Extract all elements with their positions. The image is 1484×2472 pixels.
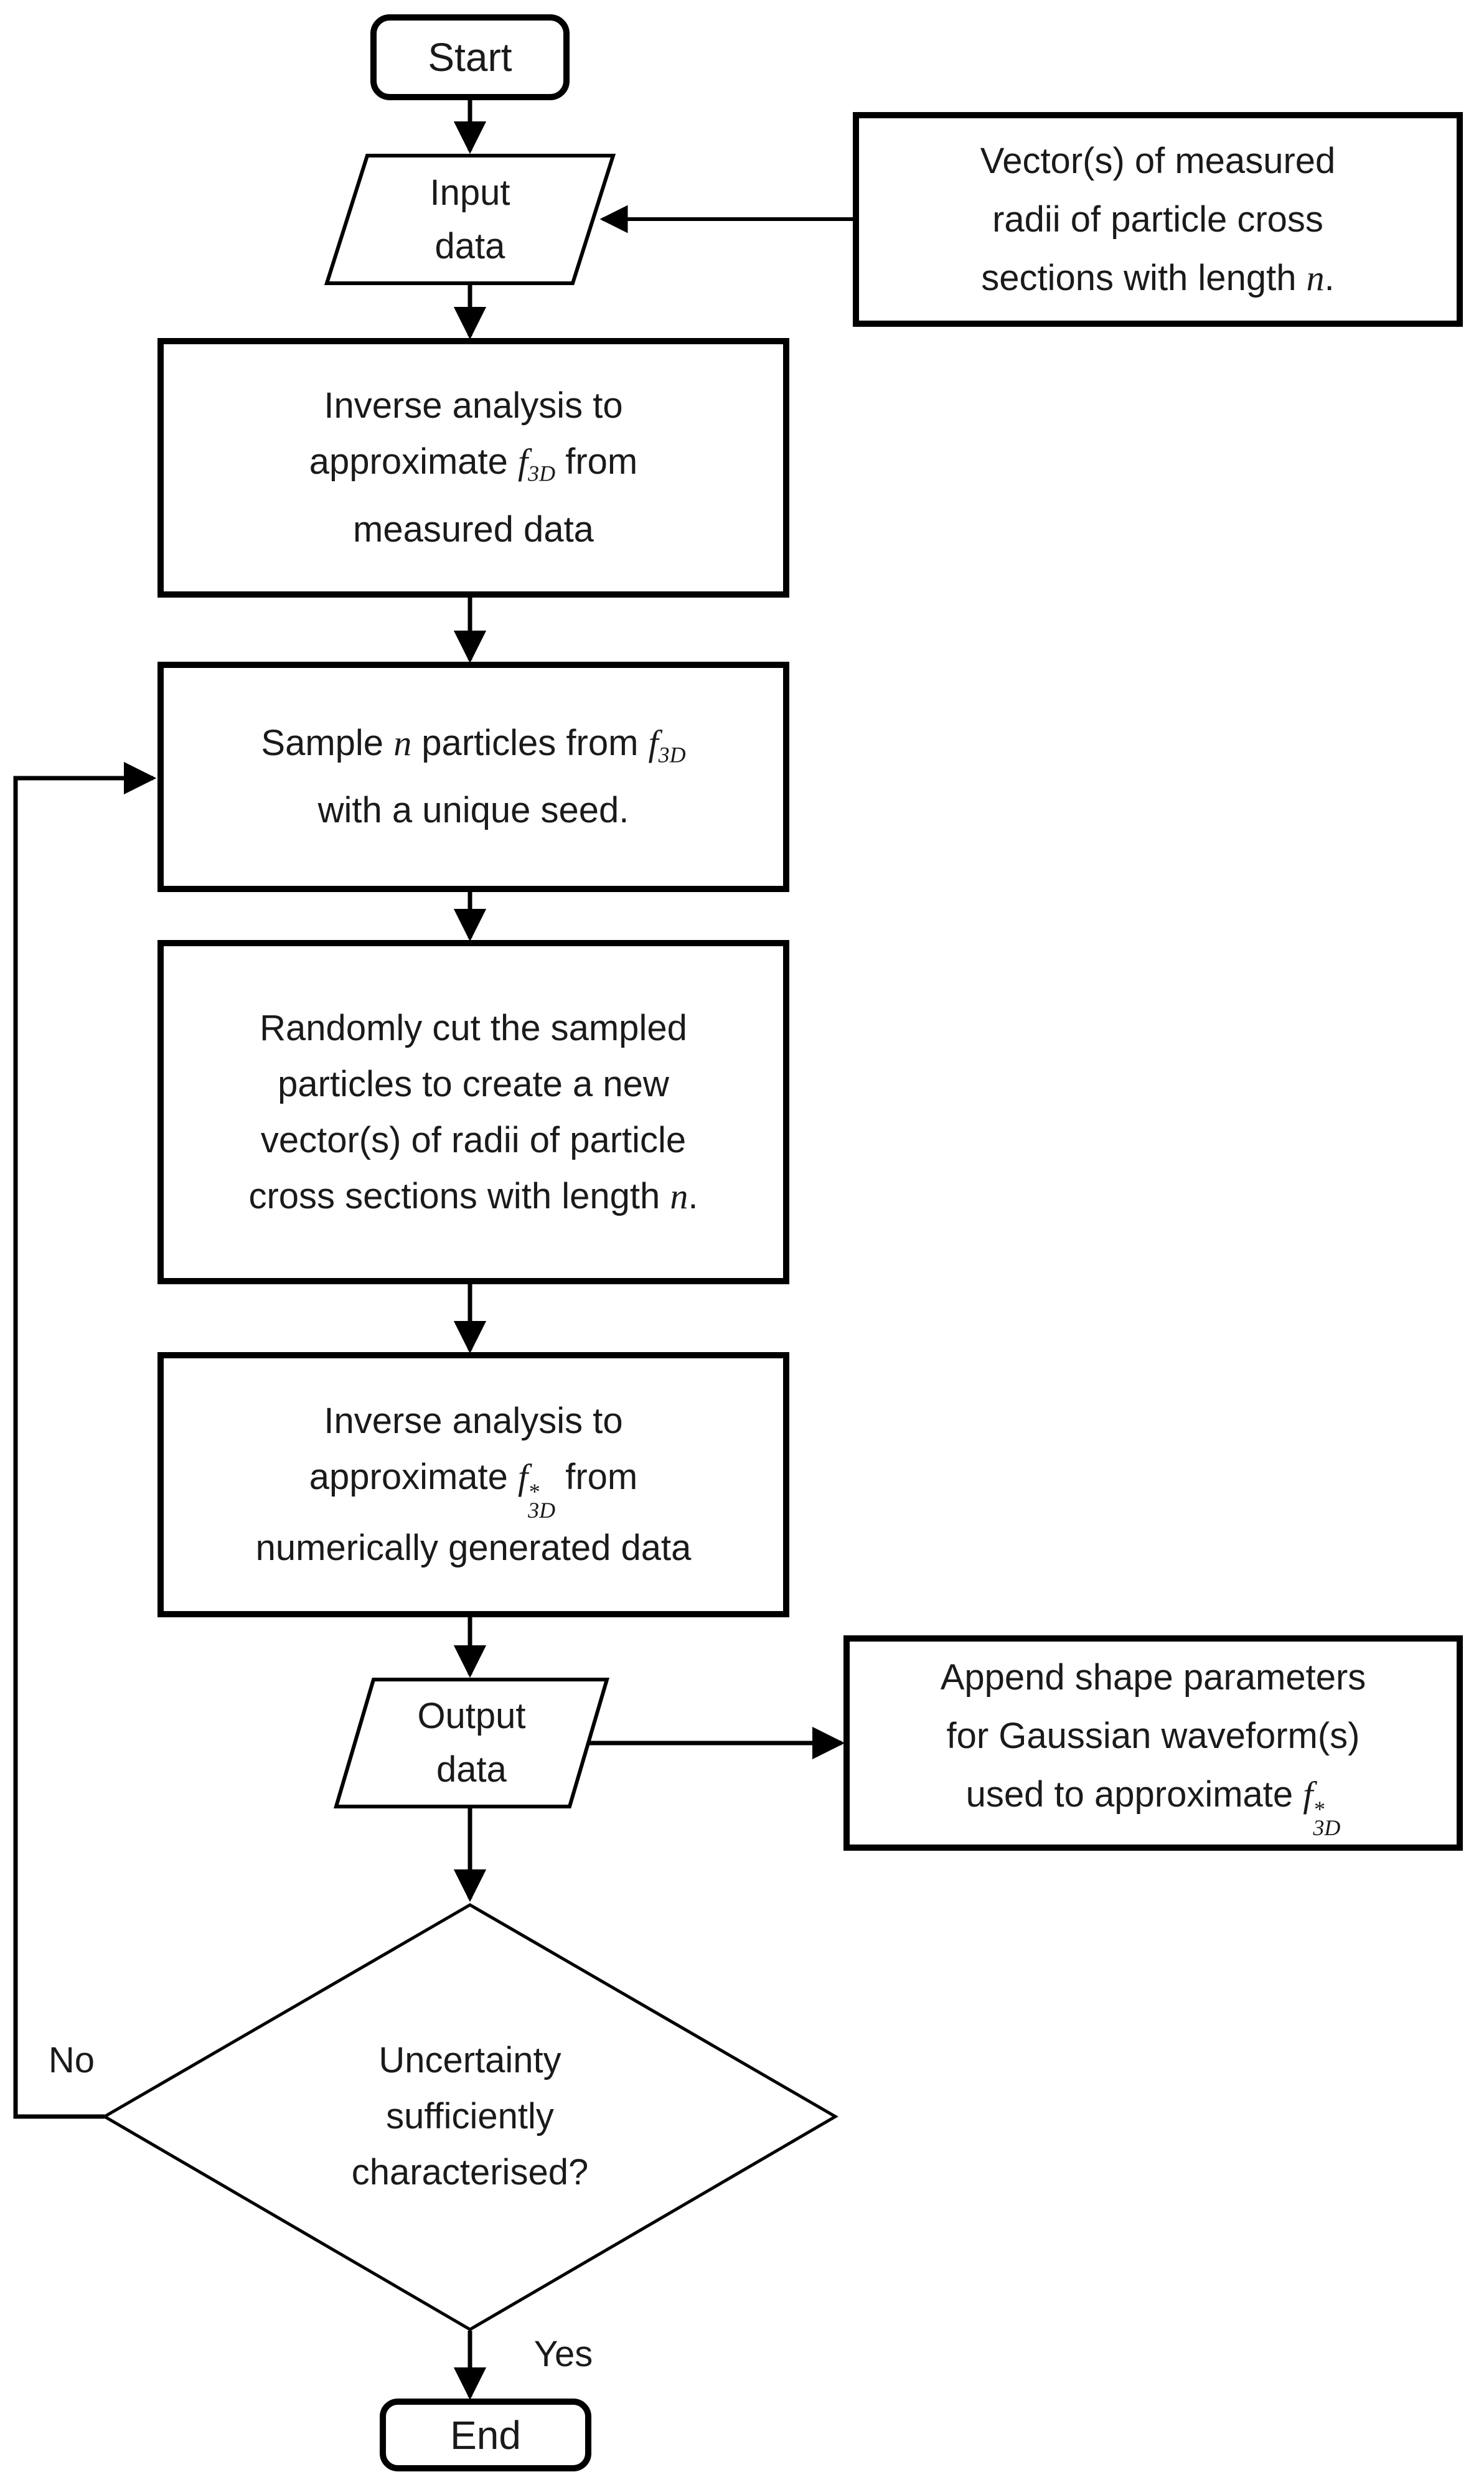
input-data-line1: Input — [430, 172, 510, 213]
decision-node-shape — [101, 1903, 838, 2331]
math-f3d-symbol: f — [648, 722, 659, 763]
append-note-line3-pre: used to approximate — [965, 1774, 1303, 1815]
inverse-generated-node-shape — [157, 1352, 789, 1617]
random-cut-line4: cross sections with length n. — [248, 1168, 698, 1224]
append-note-label: Append shape parameters for Gaussian wav… — [847, 1638, 1460, 1848]
math-f3d-subscript: 3D — [658, 742, 686, 768]
random-cut-line3: vector(s) of radii of particle — [260, 1119, 687, 1160]
start-label: Start — [373, 17, 566, 97]
input-data-node-shape — [324, 154, 616, 285]
inverse-generated-line2: approximate f*3D from — [309, 1449, 638, 1523]
edge-decision-no-loop-to-sample — [13, 761, 157, 2119]
start-node-shape — [370, 14, 570, 100]
append-note-line2: for Gaussian waveform(s) — [946, 1716, 1360, 1757]
math-f3d-superscript: * — [528, 1478, 540, 1504]
math-f3d-subscript: 3D — [528, 1498, 556, 1523]
inverse-generated-line2-pre: approximate — [309, 1457, 519, 1498]
inverse-measured-line2-pre: approximate — [309, 441, 519, 482]
inverse-generated-line3: numerically generated data — [255, 1527, 692, 1568]
inverse-measured-label: Inverse analysis to approximate f3D from… — [161, 341, 786, 595]
measured-vector-line2: radii of particle cross — [992, 199, 1323, 240]
output-data-label: Output data — [336, 1680, 607, 1807]
measured-vector-line3-pre: sections with length — [981, 257, 1307, 298]
random-cut-label: Randomly cut the sampled particles to cr… — [161, 943, 786, 1281]
math-f3d-star-scripts: *3D — [1313, 1796, 1341, 1841]
sample-line1-pre: Sample — [261, 722, 394, 763]
no-edge-label: No — [25, 2039, 118, 2082]
sample-line2: with a unique seed. — [317, 790, 629, 831]
random-cut-line2: particles to create a new — [278, 1063, 669, 1104]
measured-vector-line1: Vector(s) of measured — [980, 140, 1336, 181]
math-n-symbol: n — [670, 1175, 688, 1216]
math-n-symbol: n — [393, 722, 412, 763]
sample-node-shape — [157, 662, 789, 892]
append-note-line3: used to approximate f*3D — [965, 1765, 1341, 1841]
inverse-measured-line2: approximate f3D from — [309, 434, 638, 502]
math-f3d-star-symbol: f — [518, 1457, 528, 1498]
output-data-node-shape — [333, 1678, 610, 1808]
measured-vector-note-label: Vector(s) of measured radii of particle … — [856, 115, 1460, 324]
decision-line3: characterised? — [351, 2152, 589, 2192]
inverse-generated-line1: Inverse analysis to — [324, 1401, 623, 1442]
math-f3d-subscript: 3D — [1313, 1815, 1341, 1841]
end-text: End — [450, 2412, 521, 2458]
measured-vector-line3-post: . — [1324, 257, 1335, 298]
inverse-measured-line2-post: from — [555, 441, 638, 482]
measured-vector-note-shape — [853, 112, 1463, 327]
random-cut-node-shape — [157, 940, 789, 1284]
inverse-measured-node-shape — [157, 338, 789, 598]
math-f3d-star-scripts: *3D — [528, 1478, 556, 1523]
sample-label: Sample n particles from f3D with a uniqu… — [161, 665, 786, 889]
inverse-generated-label: Inverse analysis to approximate f*3D fro… — [161, 1355, 786, 1614]
inverse-measured-line1: Inverse analysis to — [324, 385, 623, 426]
inverse-measured-line3: measured data — [353, 509, 594, 550]
yes-text: Yes — [533, 2334, 593, 2374]
sample-line1-mid: particles from — [411, 722, 649, 763]
decision-line1: Uncertainty — [378, 2040, 561, 2080]
yes-edge-label: Yes — [514, 2334, 613, 2374]
output-data-line1: Output — [417, 1696, 526, 1736]
input-data-line2: data — [434, 225, 505, 266]
decision-line2: sufficiently — [386, 2096, 554, 2136]
decision-label: Uncertainty sufficiently characterised? — [252, 2023, 688, 2210]
end-node-shape — [380, 2399, 591, 2471]
random-cut-line4-post: . — [688, 1175, 698, 1216]
start-text: Start — [428, 35, 512, 80]
random-cut-line1: Randomly cut the sampled — [260, 1007, 687, 1048]
append-note-shape — [843, 1635, 1463, 1851]
sample-line1: Sample n particles from f3D — [261, 715, 685, 783]
math-f3d-symbol: f — [518, 441, 528, 482]
math-f3d-subscript: 3D — [528, 461, 556, 486]
measured-vector-line3: sections with length n. — [981, 249, 1334, 308]
math-n-symbol: n — [1306, 257, 1325, 298]
math-f3d-superscript: * — [1313, 1796, 1325, 1821]
no-text: No — [48, 2040, 95, 2080]
math-f3d-star-symbol: f — [1303, 1774, 1313, 1815]
input-data-label: Input data — [327, 156, 613, 283]
inverse-generated-line2-post: from — [555, 1457, 638, 1498]
append-note-line1: Append shape parameters — [940, 1657, 1366, 1698]
end-label: End — [383, 2402, 588, 2468]
output-data-line2: data — [436, 1749, 507, 1790]
random-cut-line4-pre: cross sections with length — [248, 1175, 670, 1216]
